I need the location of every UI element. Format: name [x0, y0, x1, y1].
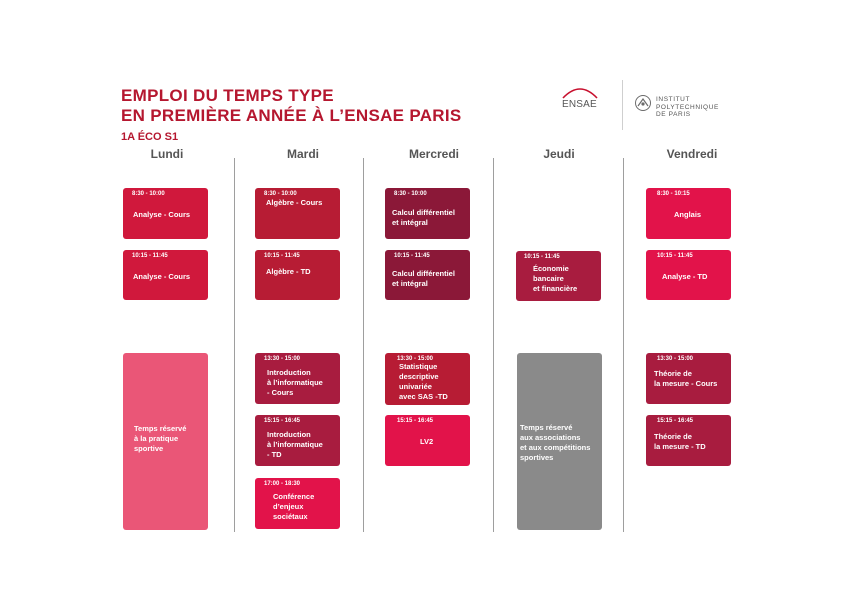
ensae-logo-arc-icon [562, 88, 598, 99]
institut-polytechnique-logo-text: INSTITUT POLYTECHNIQUE DE PARIS [656, 96, 719, 119]
event-label: - Cours [267, 388, 294, 397]
event-label: bancaire [533, 274, 564, 283]
event-label: avec SAS -TD [399, 392, 448, 401]
event-label: Conférence [273, 492, 315, 501]
event-label: et financière [533, 284, 578, 293]
column-separator [234, 158, 235, 532]
event-label: et aux compétitions [520, 443, 591, 452]
event-label: univariée [399, 382, 432, 391]
column-separator [623, 158, 624, 532]
event-label: Temps réservé [520, 423, 573, 432]
event-vendredi-3[interactable]: 13:30 - 15:00 Théorie de la mesure - Cou… [646, 353, 731, 404]
logo-ip-line-3: DE PARIS [656, 111, 691, 118]
event-time: 10:15 - 11:45 [394, 253, 430, 259]
event-label: d’enjeux [273, 502, 304, 511]
event-time: 10:15 - 11:45 [132, 253, 168, 259]
event-label: Calcul différentiel [392, 208, 455, 217]
event-label: - TD [267, 450, 282, 459]
day-header-lundi: Lundi [150, 147, 184, 161]
event-mardi-3[interactable]: 13:30 - 15:00 Introduction à l’informati… [255, 353, 340, 404]
event-label: Analyse - Cours [133, 272, 191, 281]
day-header-mercredi: Mercredi [408, 147, 460, 161]
event-vendredi-4[interactable]: 15:15 - 16:45 Théorie de la mesure - TD [646, 415, 731, 466]
event-time: 10:15 - 11:45 [657, 253, 693, 259]
day-header-jeudi: Jeudi [543, 147, 575, 161]
institut-polytechnique-logo-icon [635, 95, 651, 111]
event-label: la mesure - Cours [654, 379, 718, 388]
event-time: 15:15 - 16:45 [264, 418, 301, 424]
event-label: Théorie de [654, 432, 692, 441]
event-mercredi-2[interactable]: 10:15 - 11:45 Calcul différentiel et int… [385, 250, 470, 300]
event-label: Analyse - TD [662, 272, 708, 281]
page-title-line-1: EMPLOI DU TEMPS TYPE [121, 86, 334, 105]
logos: ENSAE INSTITUT POLYTECHNIQUE DE PARIS [560, 78, 740, 134]
event-mardi-5[interactable]: 17:00 - 18:30 Conférence d’enjeux sociét… [255, 478, 340, 529]
event-label: Temps réservé [134, 424, 187, 433]
event-label: Anglais [674, 210, 702, 219]
event-label: Théorie de [654, 369, 692, 378]
column-separator [363, 158, 364, 532]
event-mardi-4[interactable]: 15:15 - 16:45 Introduction à l’informati… [255, 415, 340, 466]
event-time: 17:00 - 18:30 [264, 481, 301, 487]
event-time: 8:30 - 10:00 [394, 191, 427, 197]
event-label: aux associations [520, 433, 581, 442]
page-title-line-2: EN PREMIÈRE ANNÉE À L’ENSAE PARIS [121, 106, 462, 125]
event-label: et intégral [392, 279, 428, 288]
event-lundi-1[interactable]: 8:30 - 10:00 Analyse - Cours [123, 188, 208, 239]
event-label: à la pratique [134, 434, 179, 443]
logo-divider [622, 80, 623, 130]
event-label: Algèbre - TD [266, 267, 311, 276]
event-mardi-1[interactable]: 8:30 - 10:00 Algèbre - Cours [255, 188, 340, 239]
event-vendredi-1[interactable]: 8:30 - 10:15 Anglais [646, 188, 731, 239]
event-label: sportive [134, 444, 164, 453]
event-vendredi-2[interactable]: 10:15 - 11:45 Analyse - TD [646, 250, 731, 300]
event-label: Calcul différentiel [392, 269, 455, 278]
event-time: 10:15 - 11:45 [524, 254, 560, 260]
event-label: Analyse - Cours [133, 210, 191, 219]
event-time: 13:30 - 15:00 [264, 356, 301, 362]
event-time: 10:15 - 11:45 [264, 253, 300, 259]
event-time: 15:15 - 16:45 [397, 418, 434, 424]
event-label: la mesure - TD [654, 442, 706, 451]
event-label: sociétaux [273, 512, 308, 521]
event-label: Économie [533, 264, 569, 273]
event-label: et intégral [392, 218, 428, 227]
day-header-mardi: Mardi [286, 147, 319, 161]
event-label: à l’informatique [267, 378, 323, 387]
event-label: Introduction [267, 368, 311, 377]
event-mercredi-1[interactable]: 8:30 - 10:00 Calcul différentiel et inté… [385, 188, 470, 239]
event-label: descriptive [399, 372, 439, 381]
event-time: 8:30 - 10:15 [657, 191, 690, 197]
logo-ip-line-1: INSTITUT [656, 96, 691, 103]
event-mardi-2[interactable]: 10:15 - 11:45 Algèbre - TD [255, 250, 340, 300]
event-mercredi-4[interactable]: 15:15 - 16:45 LV2 [385, 415, 470, 466]
event-label: sportives [520, 453, 554, 462]
event-time: 15:15 - 16:45 [657, 418, 694, 424]
event-label: LV2 [420, 437, 434, 446]
event-label: Algèbre - Cours [266, 198, 323, 207]
event-lundi-2[interactable]: 10:15 - 11:45 Analyse - Cours [123, 250, 208, 300]
event-time: 13:30 - 15:00 [397, 356, 434, 362]
day-header-vendredi: Vendredi [666, 147, 718, 161]
event-jeudi-1[interactable]: 10:15 - 11:45 Économie bancaire et finan… [516, 251, 601, 301]
event-time: 13:30 - 15:00 [657, 356, 694, 362]
ensae-logo: ENSAE [562, 99, 597, 110]
event-label: à l’informatique [267, 440, 323, 449]
event-label: Statistique [399, 362, 438, 371]
column-separator [493, 158, 494, 532]
event-mercredi-3[interactable]: 13:30 - 15:00 Statistique descriptive un… [385, 353, 470, 405]
logo-ip-line-2: POLYTECHNIQUE [656, 103, 719, 111]
event-jeudi-2[interactable]: Temps réservé aux associations et aux co… [517, 353, 602, 530]
event-lundi-3[interactable]: Temps réservé à la pratique sportive [123, 353, 208, 530]
event-label: Introduction [267, 430, 311, 439]
event-time: 8:30 - 10:00 [264, 191, 297, 197]
page-subtitle: 1A ÉCO S1 [121, 131, 179, 143]
event-time: 8:30 - 10:00 [132, 191, 165, 197]
